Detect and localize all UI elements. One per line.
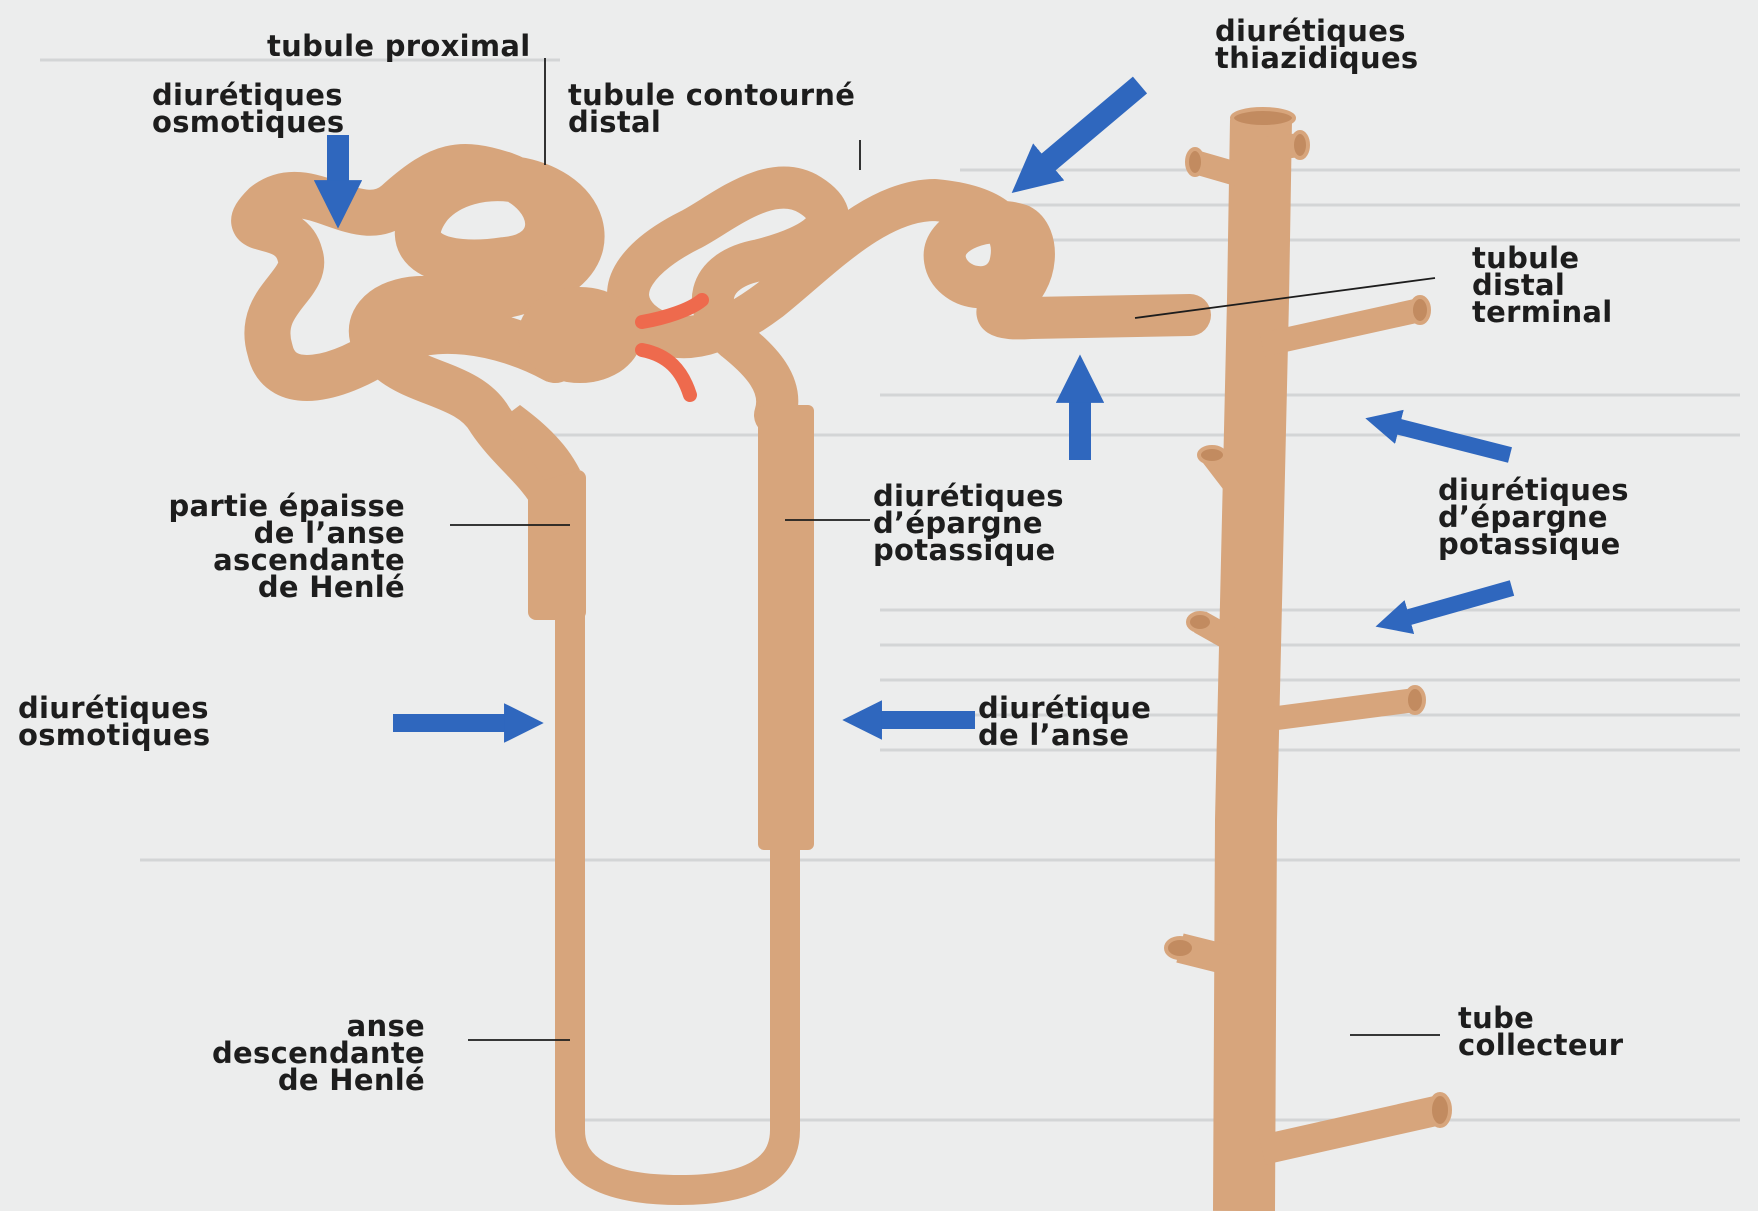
loop-of-henle-thin [570,600,785,1190]
collecting-duct-branch [1262,1110,1440,1150]
label-distal-terminal-tubule: tubule distal terminal [1472,245,1613,326]
label-osmotic-diuretics-bottom: diurétiques osmotiques [18,695,210,749]
thick-ascending-tip [770,830,800,860]
arrow-thiazide [1045,85,1140,165]
bowman-capsule [518,287,642,383]
duct-opening [1430,1094,1450,1126]
duct-opening [1411,297,1429,323]
collecting-duct-trunk [1244,120,1261,1211]
label-k-sparing-diuretics-center: diurétiques d’épargne potassique [873,483,1064,564]
label-loop-diuretic: diurétique de l’anse [978,695,1151,749]
duct-opening [1232,109,1294,127]
collecting-duct [1166,109,1450,1211]
collecting-duct-branch [1262,700,1415,720]
thick-ascending-segment [758,405,814,850]
duct-opening [1188,613,1212,631]
label-thiazide-diuretics: diurétiques thiazidiques [1215,18,1418,72]
label-distal-convoluted-tubule: tubule contourné distal [568,82,855,136]
label-descending-limb: anse descendante de Henlé [60,1013,425,1094]
arrow-k-sparing-right-lower [1406,588,1512,618]
arrow-k-sparing-right-upper [1396,426,1510,455]
thick-ascending-segment-left [528,470,586,620]
label-osmotic-diuretics-top: diurétiques osmotiques [152,82,344,136]
duct-opening [1187,149,1203,175]
label-thick-ascending-limb: partie épaisse de l’anse ascendante de H… [30,493,405,601]
duct-opening [1406,687,1424,713]
distal-convoluted-tubule [628,188,1190,415]
duct-opening [1199,447,1225,463]
label-collecting-duct: tube collecteur [1458,1005,1623,1059]
thick-segments [500,405,814,860]
label-k-sparing-diuretics-right: diurétiques d’épargne potassique [1438,477,1629,558]
label-tubule-proximal: tubule proximal [267,33,530,60]
duct-opening [1292,132,1308,158]
duct-opening [1166,938,1194,958]
